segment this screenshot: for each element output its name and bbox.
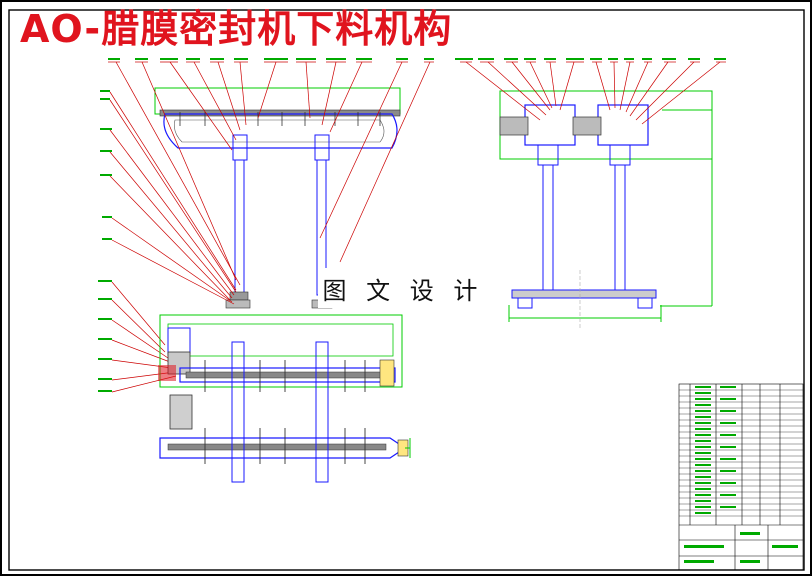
sheet-inner-border bbox=[8, 9, 805, 571]
parts-list-rows bbox=[679, 389, 803, 517]
side-view bbox=[499, 90, 713, 330]
side-top-leaders bbox=[460, 61, 726, 125]
watermark-text: 图 文 设 计 bbox=[318, 268, 488, 308]
left-leaders bbox=[109, 91, 237, 393]
drawing-title: AO-腊膜密封机下料机构 bbox=[20, 7, 453, 51]
left-leader-text bbox=[98, 90, 112, 392]
side-top-leader-text bbox=[455, 58, 726, 60]
front-top-leader-text bbox=[108, 58, 434, 60]
title-block bbox=[678, 383, 804, 571]
parts-list-text bbox=[684, 386, 798, 563]
plan-view bbox=[158, 314, 411, 483]
front-top-leaders bbox=[108, 61, 434, 286]
